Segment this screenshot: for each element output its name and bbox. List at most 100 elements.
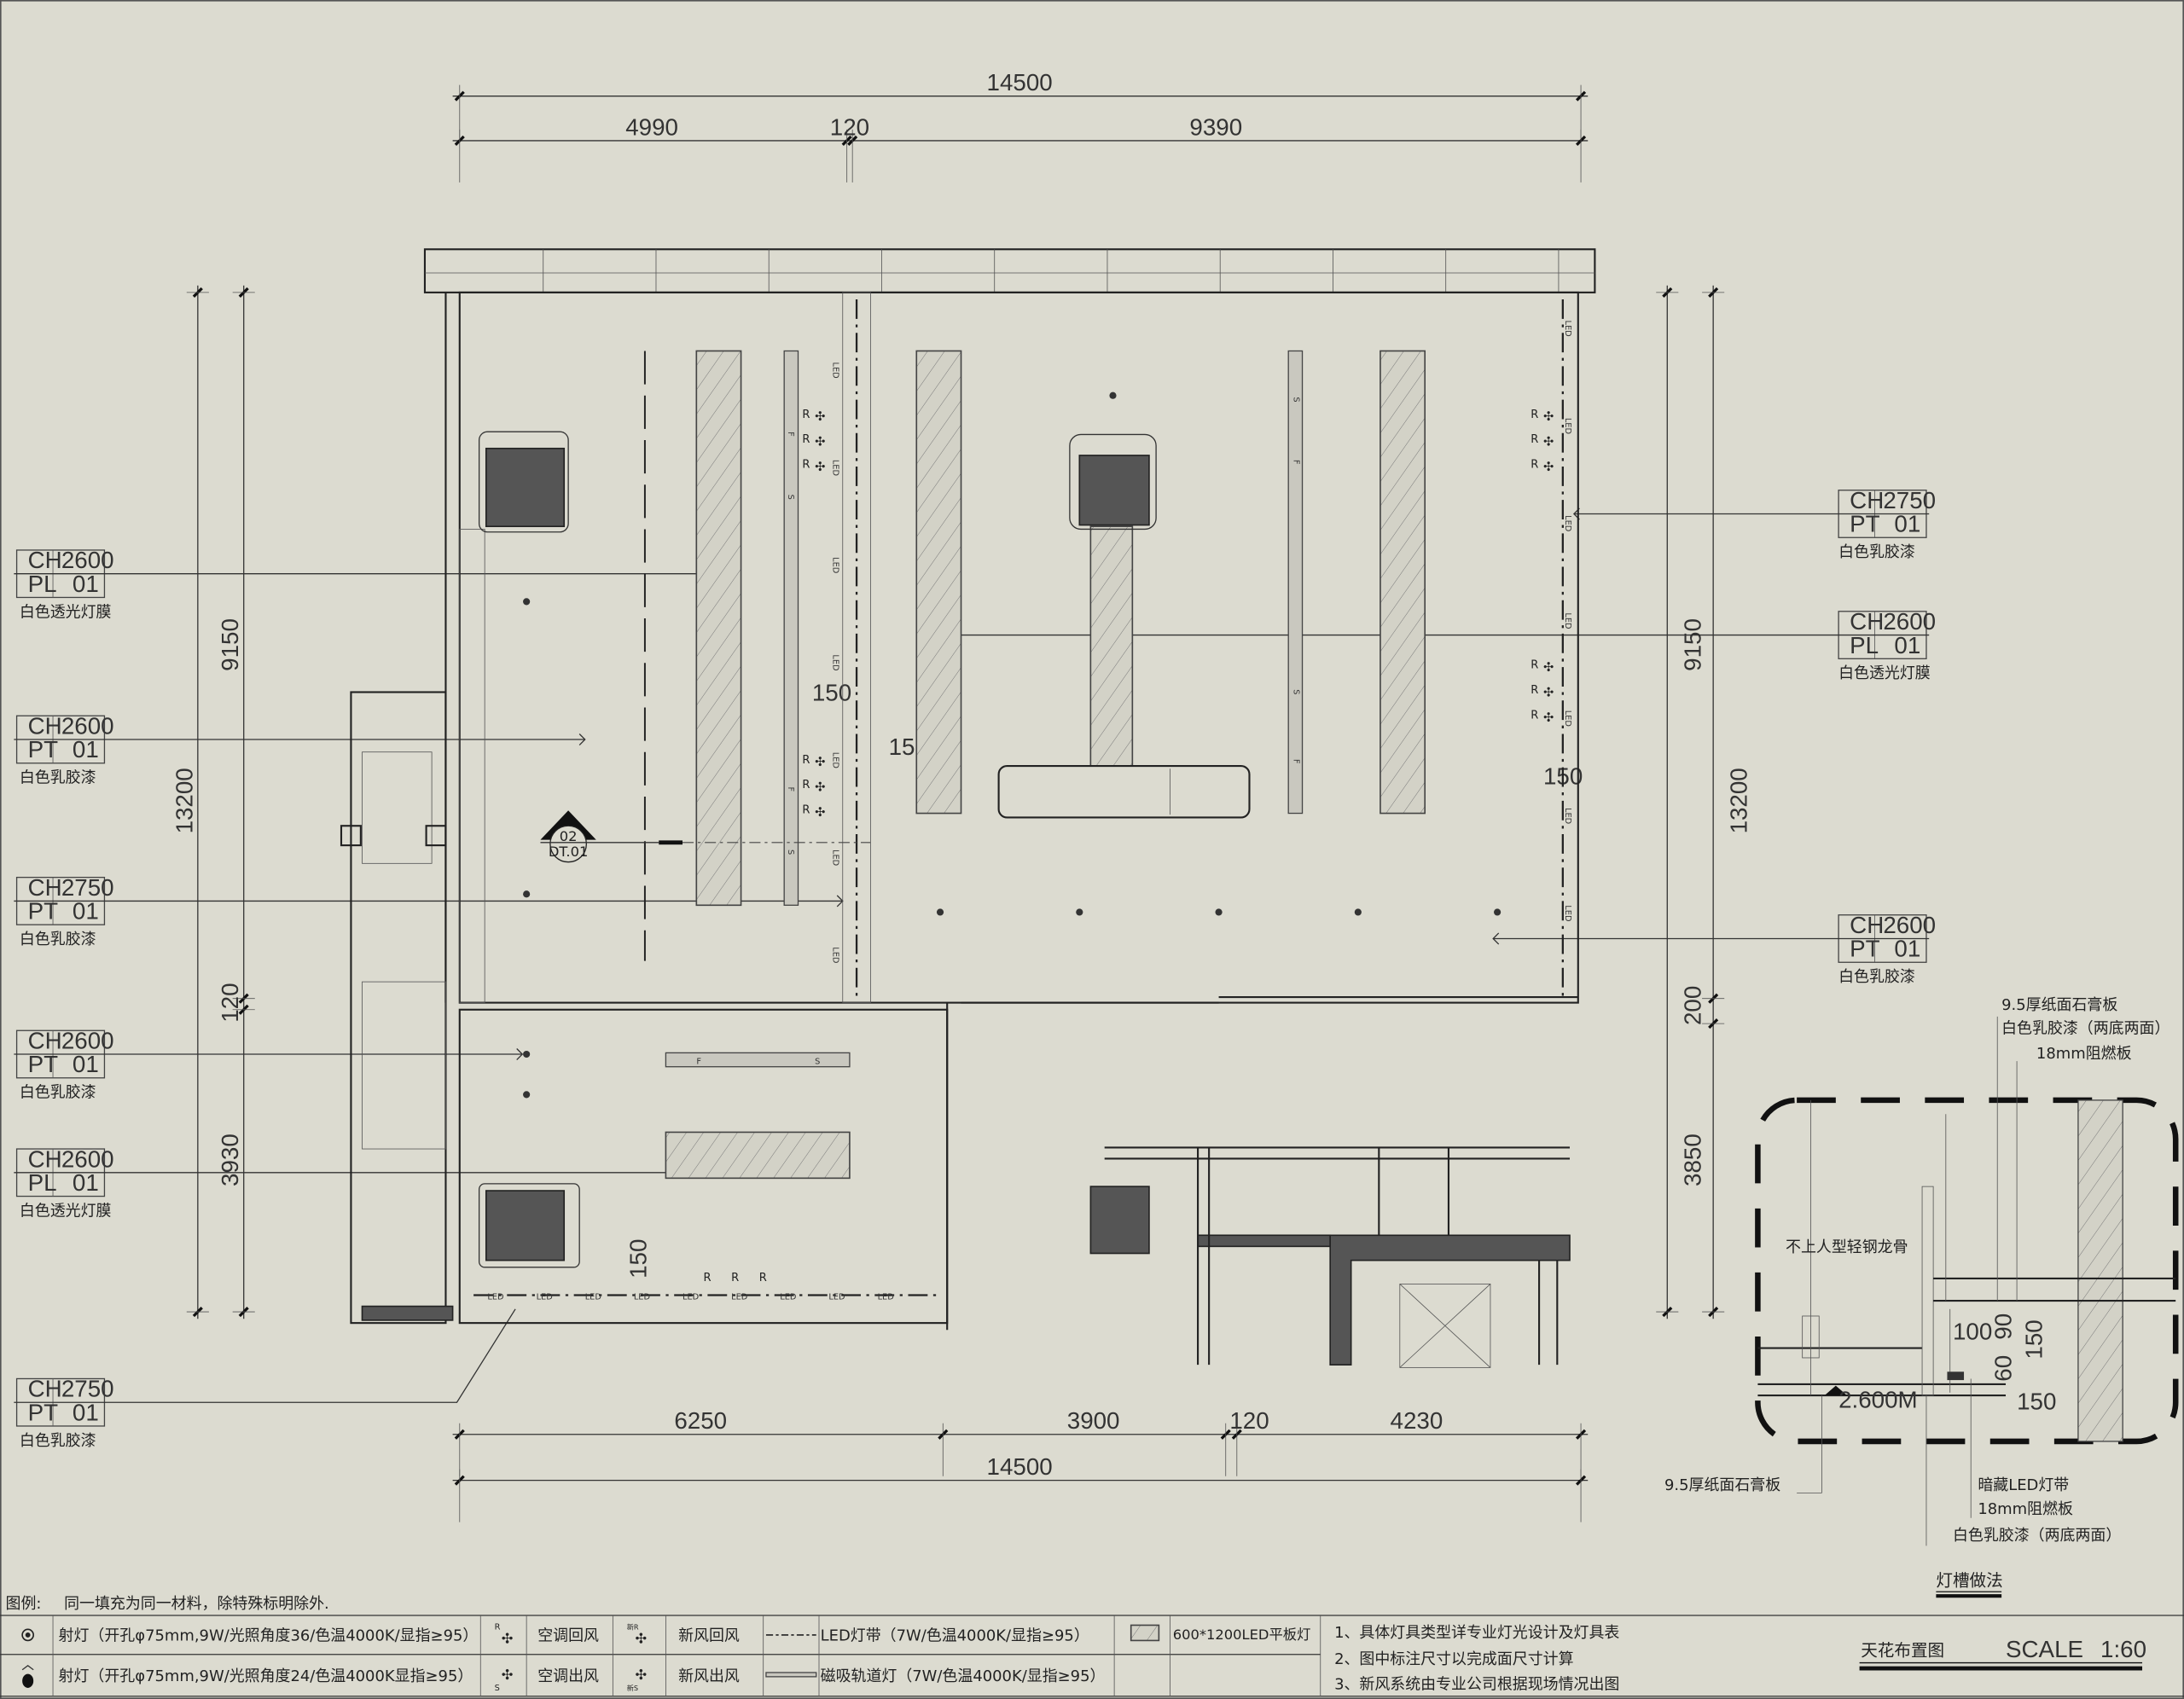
dimension-label: 4990 xyxy=(625,113,678,140)
return-vent-label: R xyxy=(802,409,810,421)
downlight-icon xyxy=(1494,908,1502,916)
detail-label: 白色乳胶漆（两底两面） xyxy=(2001,1020,2169,1038)
tag-ch-label: CH xyxy=(1850,608,1884,635)
svg-text:✣: ✣ xyxy=(635,1667,647,1683)
return-vent-label: R xyxy=(802,459,810,472)
fresh-return-icon: 新R xyxy=(627,1622,639,1631)
dimension-label: 9150 xyxy=(217,618,243,671)
svg-text:✣: ✣ xyxy=(502,1631,514,1647)
downlight-icon xyxy=(523,1091,531,1099)
tag-ch-value: 2750 xyxy=(61,1376,114,1402)
vent-icon: ✣ xyxy=(1543,710,1554,725)
led-label: LED xyxy=(1563,905,1572,921)
supply-label: S xyxy=(786,495,795,500)
tag-code-label: PT xyxy=(28,898,59,925)
vent-icon: ✣ xyxy=(1543,460,1554,474)
dimension-label: 120 xyxy=(1229,1407,1269,1434)
led-label: LED xyxy=(830,460,839,476)
detail-dim: 150 xyxy=(2017,1388,2056,1414)
ac-supply-icon: S xyxy=(495,1684,500,1693)
tag-code-label: PT xyxy=(1850,511,1880,537)
tag-code-value: 01 xyxy=(1894,632,1920,658)
tag-material: 白色透光灯膜 xyxy=(1838,664,1931,682)
detail-dim: 90 xyxy=(1990,1313,2017,1340)
supply-label: S xyxy=(786,850,795,855)
detail-level: 2.600M xyxy=(1838,1387,1918,1413)
legend-title: 图例: xyxy=(6,1595,42,1613)
downlight-icon xyxy=(936,908,944,916)
legend-track-light: 磁吸轨道灯（7W/色温4000K/显指≥95） xyxy=(821,1667,1106,1685)
panel-light xyxy=(1380,350,1426,815)
return-vent-label: R xyxy=(731,1272,739,1284)
led-label: LED xyxy=(1563,321,1572,337)
tag-material: 白色乳胶漆 xyxy=(1838,968,1915,986)
downlight-icon xyxy=(1354,908,1362,916)
tag-code-label: PT xyxy=(28,736,59,763)
scale-value: 1:60 xyxy=(2100,1636,2146,1662)
return-vent-label: R xyxy=(1531,710,1538,722)
tag-code-label: PT xyxy=(28,1051,59,1077)
downlight-icon xyxy=(1215,908,1223,916)
legend-led-strip: LED灯带（7W/色温4000K/显指≥95） xyxy=(821,1627,1089,1644)
track-light xyxy=(783,350,799,906)
detail-label: 暗藏LED灯带 xyxy=(1978,1476,2069,1494)
led-label: LED xyxy=(830,947,839,963)
fresh-supply-icon: 新S xyxy=(627,1684,638,1692)
tag-ch-value: 2600 xyxy=(61,547,114,573)
dimension-label: 14500 xyxy=(987,1453,1053,1480)
track-light-icon xyxy=(765,1672,817,1678)
dimension-label: 13200 xyxy=(1725,768,1751,833)
legend-fresh-return: 新风回风 xyxy=(678,1627,740,1644)
tag-material: 白色乳胶漆 xyxy=(1838,543,1915,561)
tag-material: 白色乳胶漆 xyxy=(20,1084,96,1102)
led-label: LED xyxy=(634,1292,650,1302)
tag-ch-label: CH xyxy=(1850,912,1884,938)
detail-dim: 100 xyxy=(1953,1319,1992,1345)
tag-ch-value: 2600 xyxy=(61,1027,114,1053)
supply-label: S xyxy=(1292,397,1301,402)
supply-label: S xyxy=(1292,689,1301,694)
led-label: LED xyxy=(1563,808,1572,824)
led-label: LED xyxy=(487,1292,503,1302)
panel-light xyxy=(665,1131,851,1180)
legend-ac-return: 空调回风 xyxy=(537,1627,599,1644)
legend-spot36: 射灯（开孔φ75mm,9W/光照角度36/色温4000K/显指≥95） xyxy=(59,1627,479,1644)
return-vent-label: R xyxy=(1531,459,1538,472)
scale-label: SCALE xyxy=(2006,1636,2083,1662)
tag-ch-value: 2750 xyxy=(1883,487,1936,513)
return-vent-label: R xyxy=(802,754,810,767)
partition-wall xyxy=(842,292,871,1004)
tag-code-label: PT xyxy=(1850,936,1880,962)
panel-light xyxy=(915,350,962,815)
tag-ch-value: 2600 xyxy=(1883,912,1936,938)
led-label: LED xyxy=(1563,418,1572,434)
inner-dimension: 150 xyxy=(812,679,851,705)
dimension-label: 4230 xyxy=(1391,1407,1443,1434)
dimension-label: 13200 xyxy=(171,768,197,833)
tag-ch-label: CH xyxy=(28,1145,62,1172)
plan-annotations: LEDLEDLEDLEDLEDLEDLEDLEDLEDLEDLEDLEDLEDL… xyxy=(487,321,1572,1302)
tag-code-value: 01 xyxy=(73,1051,99,1077)
spot24-icon xyxy=(22,1673,34,1688)
led-label: LED xyxy=(830,752,839,768)
led-label: LED xyxy=(537,1292,553,1302)
downlight-icon xyxy=(523,1050,531,1058)
svg-text:✣: ✣ xyxy=(502,1667,514,1683)
return-vent-label: R xyxy=(802,433,810,446)
legend-spot24: 射灯（开孔φ75mm,9W/光照角度24/色温4000K显指≥95） xyxy=(59,1667,473,1685)
panel-light xyxy=(695,350,742,907)
vent-icon: ✣ xyxy=(815,755,825,769)
led-label: LED xyxy=(585,1292,601,1302)
tag-ch-value: 2600 xyxy=(61,1145,114,1172)
supply-label: S xyxy=(815,1057,820,1066)
note: 2、图中标注尺寸以完成面尺寸计算 xyxy=(1334,1650,1573,1668)
led-label: LED xyxy=(830,557,839,573)
led-label: LED xyxy=(682,1292,699,1302)
reception-counter xyxy=(997,764,1251,819)
tag-code-label: PL xyxy=(28,1169,57,1196)
track-light xyxy=(1287,350,1304,815)
tag-code-value: 01 xyxy=(73,1399,99,1425)
downlight-icon xyxy=(523,890,531,898)
